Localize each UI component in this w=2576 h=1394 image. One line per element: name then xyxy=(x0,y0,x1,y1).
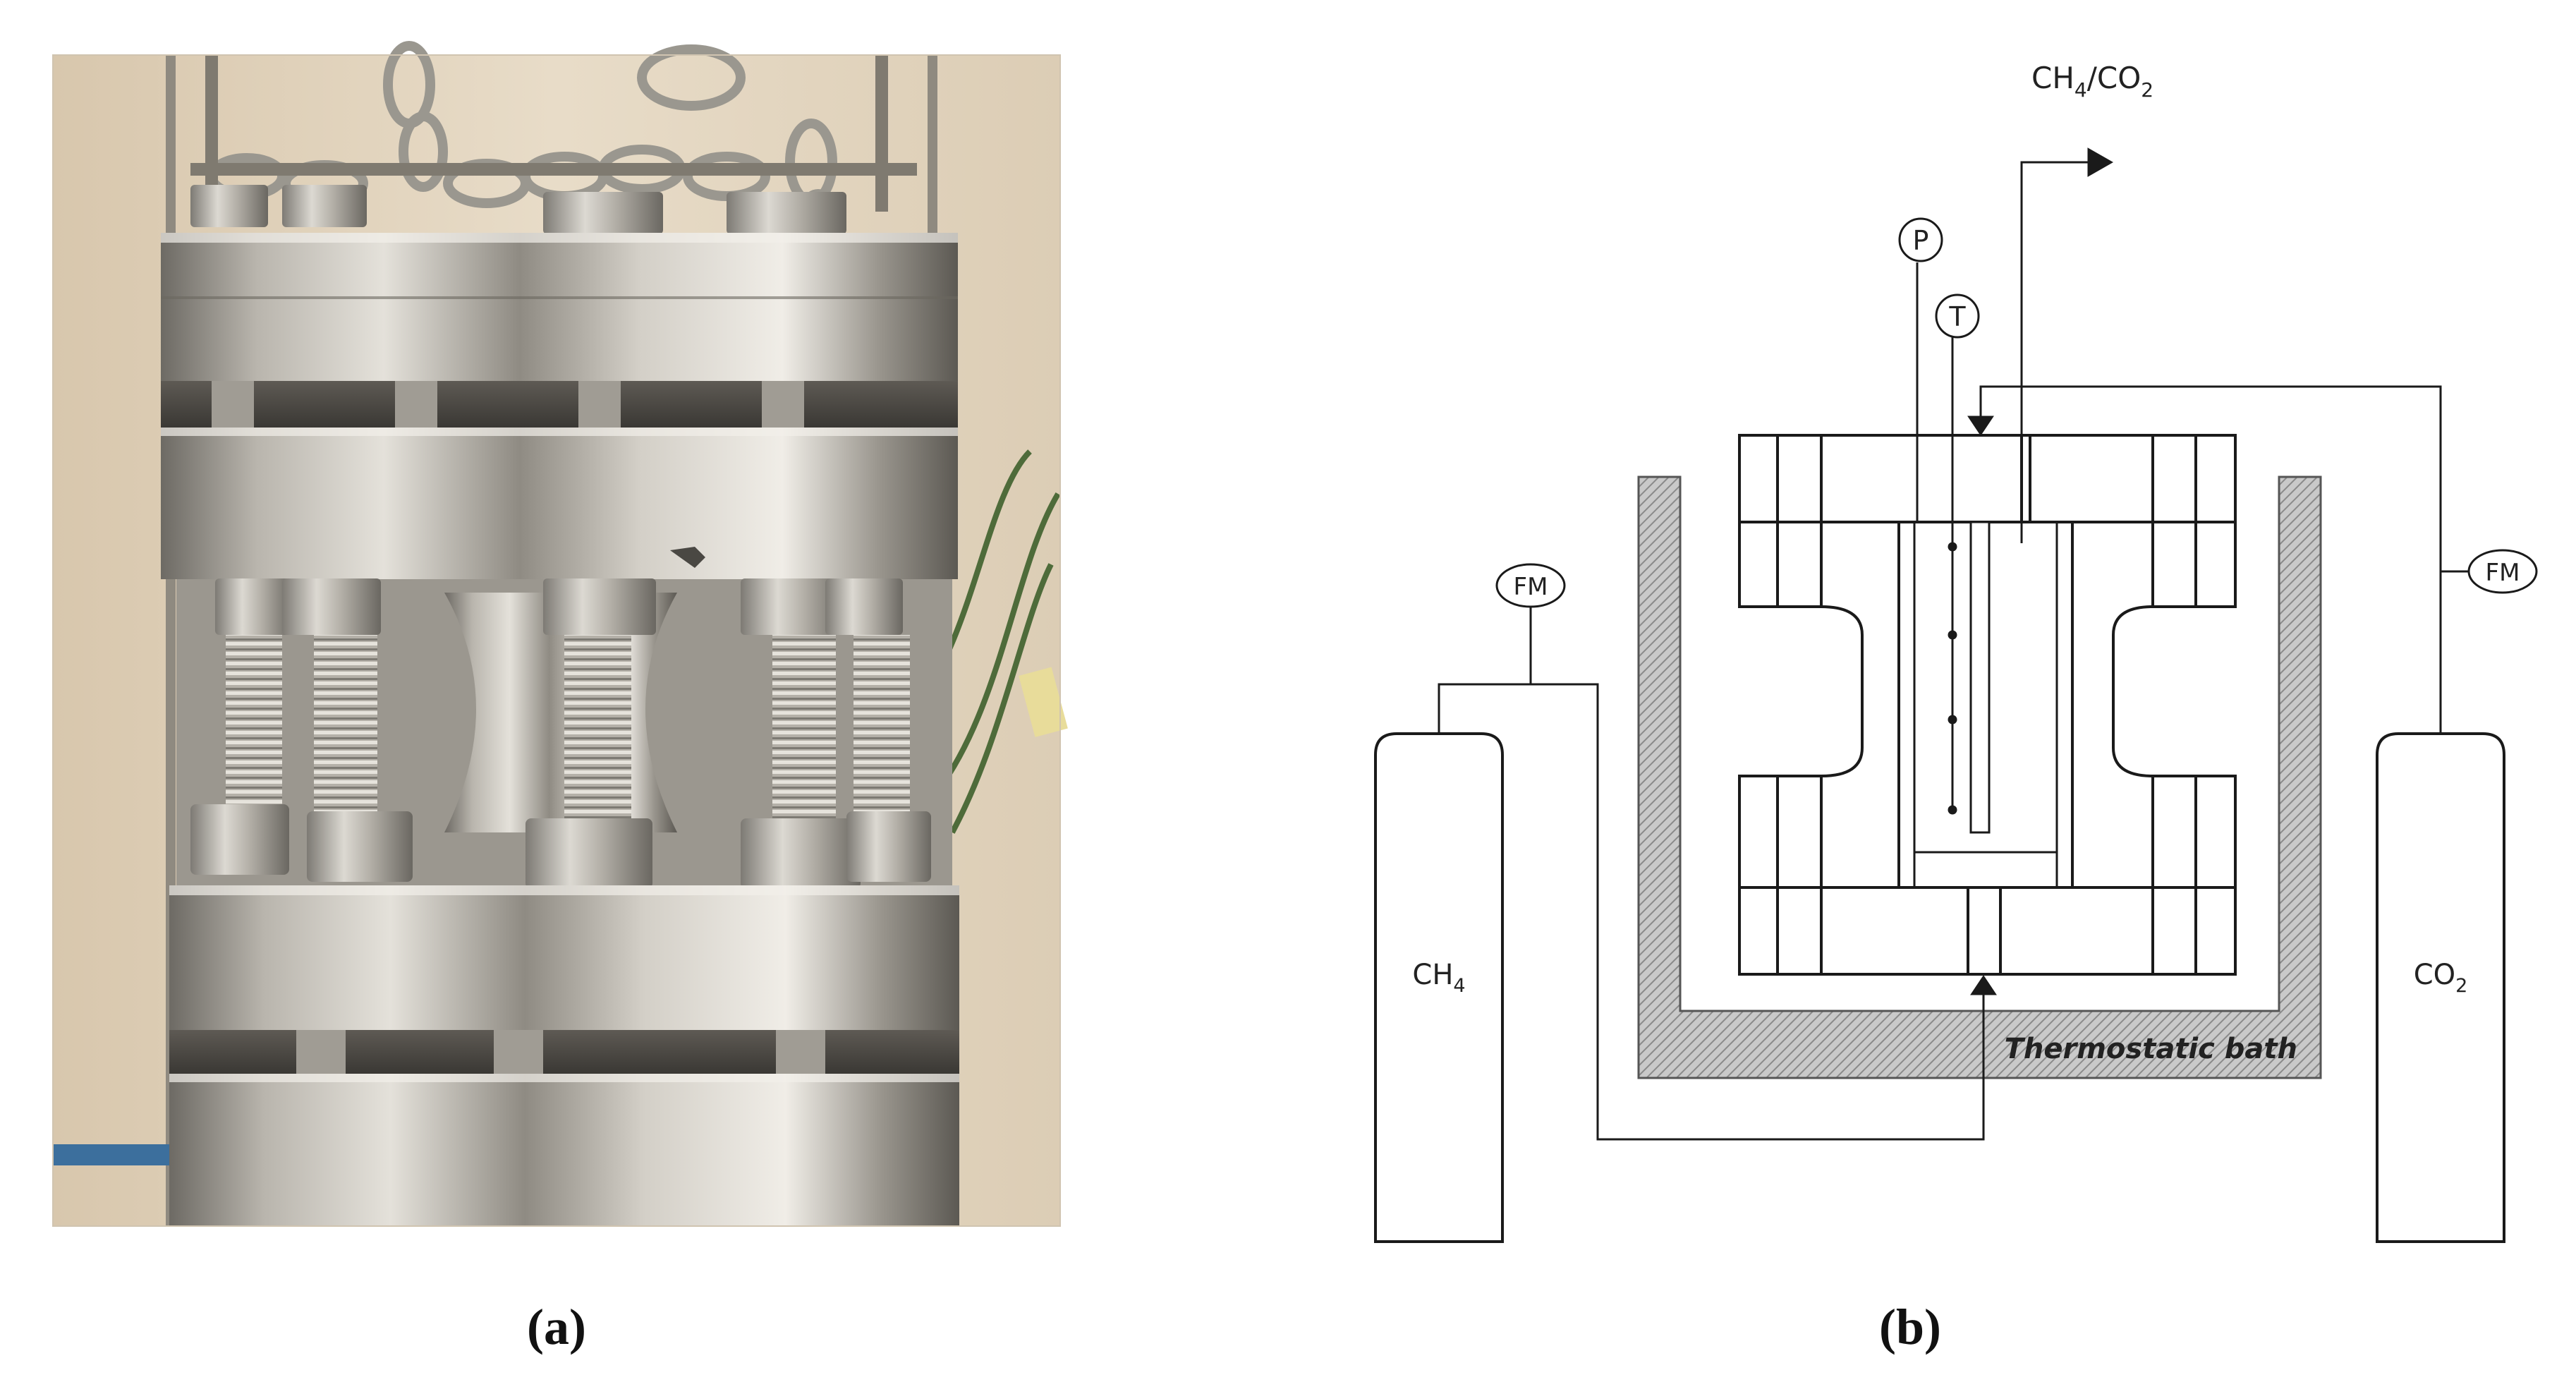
top-nut xyxy=(727,192,846,234)
co2-cylinder xyxy=(2376,732,2505,1243)
flow-meter-left-label: FM xyxy=(1514,573,1548,601)
stud xyxy=(395,381,437,428)
chamber-base xyxy=(1913,851,2058,889)
upper-flange-1 xyxy=(161,233,958,381)
temperature-probe-label: T xyxy=(1948,301,1966,332)
flange-gap xyxy=(169,1030,959,1074)
thermostatic-bath xyxy=(1637,475,2322,1079)
flow-meter-right-circle xyxy=(2467,549,2538,594)
schematic-labels: CH4/CO2 P T FM FM CH4 CO2 Thermostatic b… xyxy=(1412,61,2520,1065)
lower-nuts xyxy=(190,804,931,889)
outlet-gas-label: CH4/CO2 xyxy=(2031,61,2153,102)
sensor-point xyxy=(1948,630,1957,640)
scribed-mark xyxy=(670,547,705,568)
photo-border xyxy=(52,54,1061,1227)
flow-meter-left-circle xyxy=(1495,563,1566,608)
co2-feed-line xyxy=(1979,385,2442,734)
sensor-point xyxy=(1948,715,1957,725)
stud xyxy=(776,1030,825,1074)
panel-b-label: (b) xyxy=(1879,1299,1941,1355)
blue-cable xyxy=(53,1144,180,1165)
sensor-point xyxy=(1948,805,1957,815)
stud xyxy=(762,381,804,428)
lower-flange-1 xyxy=(169,885,959,1030)
upper-nuts xyxy=(215,578,903,635)
lower-flange-2 xyxy=(169,1074,959,1226)
co2-inlet-arrow xyxy=(1967,416,1994,436)
threaded-rods xyxy=(226,635,910,818)
reactor-top-flange xyxy=(1738,434,2237,523)
outlet-arrow xyxy=(2087,147,2114,177)
stud xyxy=(494,1030,543,1074)
pressure-gauge-label: P xyxy=(1913,225,1929,256)
flow-meter-right-label: FM xyxy=(2486,559,2520,587)
top-nut xyxy=(190,185,268,227)
upper-flange-2 xyxy=(161,428,958,579)
top-nut xyxy=(282,185,367,227)
flange-edge xyxy=(161,233,958,243)
temperature-gauge-circle xyxy=(1935,293,1980,339)
flange-edge xyxy=(161,428,958,436)
thermostatic-bath-label: Thermostatic bath xyxy=(2005,1033,2297,1065)
ch4-inlet-arrow xyxy=(1970,975,1997,995)
flange-edge xyxy=(169,885,959,895)
reactor-bottom-flange xyxy=(1738,886,2237,976)
co2-cylinder-label: CO2 xyxy=(2414,959,2468,997)
flange-edge xyxy=(161,296,958,299)
top-nut xyxy=(543,192,663,234)
ch4-feed-line xyxy=(1438,683,1985,1141)
ch4-cylinder xyxy=(1374,732,1504,1243)
flange-edge xyxy=(169,1074,959,1082)
panel-a-label: (a) xyxy=(527,1299,586,1355)
panel-a-photo xyxy=(52,41,1068,1227)
pressure-gauge-circle xyxy=(1898,217,1943,262)
inlet-dip-tube xyxy=(1969,521,1991,834)
sensor-point xyxy=(1948,542,1957,552)
panel-b-schematic xyxy=(1374,147,2538,1243)
stud xyxy=(578,381,621,428)
flange-gap xyxy=(161,381,958,428)
stud xyxy=(296,1030,346,1074)
stud xyxy=(212,381,254,428)
ch4-cylinder-label: CH4 xyxy=(1412,959,1465,997)
yellow-tag xyxy=(1019,667,1068,737)
outlet-line xyxy=(2020,161,2088,543)
